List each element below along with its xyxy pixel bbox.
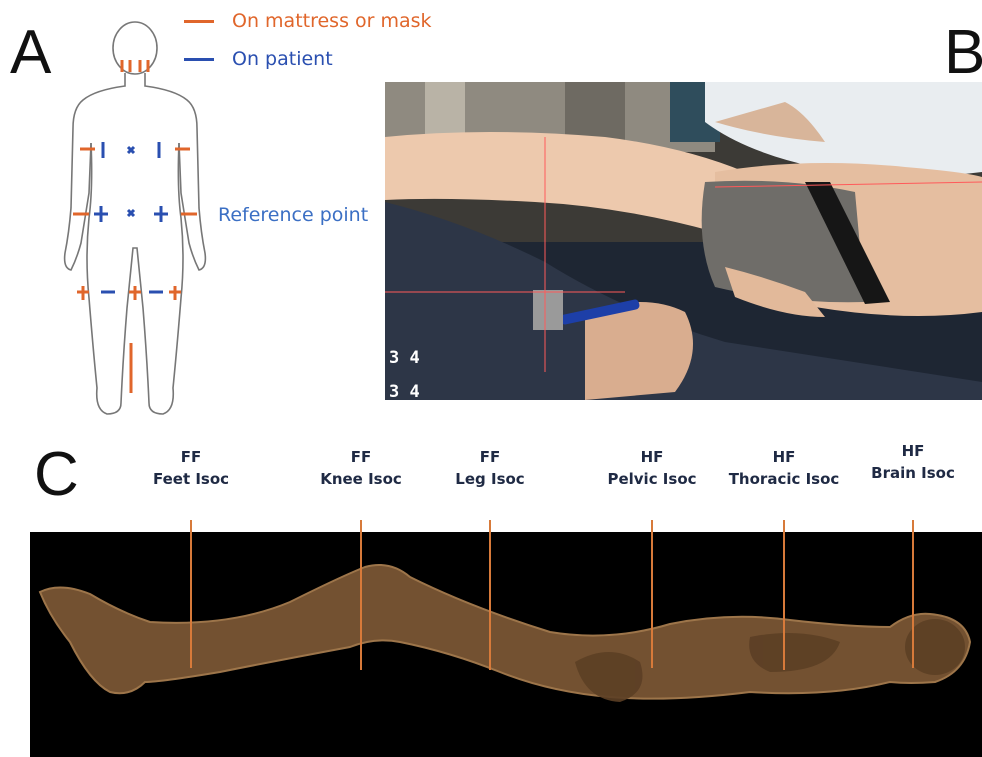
patient-photo-image: [385, 82, 982, 400]
isocenter-orientation: HF: [587, 446, 717, 468]
ct-body-render: [30, 532, 982, 757]
isocenter-name: Leg Isoc: [425, 468, 555, 490]
photo-number-1: 3 4: [389, 348, 420, 368]
isocenter-name: Pelvic Isoc: [587, 468, 717, 490]
isocenter-name: Thoracic Isoc: [719, 468, 849, 490]
isocenter-line: [489, 520, 491, 670]
isocenter-line: [360, 520, 362, 670]
panel-label-b: B: [944, 22, 982, 84]
panel-label-c: C: [34, 444, 79, 506]
patient-photo: 3 4 3 4: [385, 82, 982, 400]
ct-body-image: [30, 532, 982, 757]
isocenter-line: [190, 520, 192, 668]
isocenter-orientation: FF: [126, 446, 256, 468]
mattress-marks: [73, 60, 197, 393]
isocenter-orientation: HF: [848, 440, 978, 462]
isocenter-orientation: FF: [296, 446, 426, 468]
body-outline-diagram: [55, 18, 215, 428]
isocenter-line: [783, 520, 785, 670]
isocenter-name: Feet Isoc: [126, 468, 256, 490]
body-outline: [65, 22, 206, 414]
reference-point-label: Reference point: [218, 204, 368, 226]
isocenter-orientation: FF: [425, 446, 555, 468]
isocenter-orientation: HF: [719, 446, 849, 468]
isocenter-name: Brain Isoc: [848, 462, 978, 484]
legend-mattress-label: On mattress or mask: [232, 10, 432, 32]
legend-mattress: On mattress or mask: [184, 10, 432, 32]
isocenter-name: Knee Isoc: [296, 468, 426, 490]
photo-number-2: 3 4: [389, 382, 420, 400]
legend-patient-label: On patient: [232, 48, 333, 70]
panel-label-a: A: [10, 22, 51, 84]
isocenter-line: [912, 520, 914, 668]
isocenter-line: [651, 520, 653, 668]
